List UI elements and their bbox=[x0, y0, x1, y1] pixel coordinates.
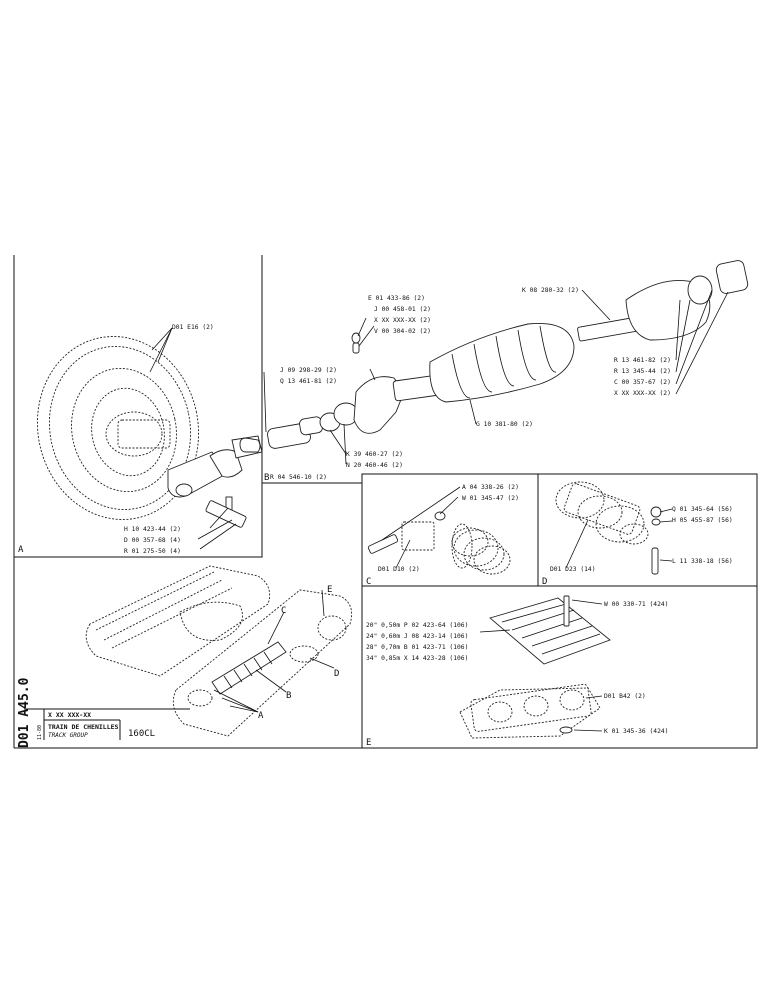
callout-b-grease-nipple: E 01 433-86 (2) bbox=[368, 295, 425, 302]
callout-b-cylinder: J 09 298-29 (2) bbox=[280, 367, 337, 374]
callout-e-shoe-28: 28" 0,70m B 01 423-71 (106) bbox=[366, 644, 468, 651]
callout-b-seal: J 00 458-01 (2) bbox=[374, 306, 431, 313]
section-b-leaders bbox=[263, 289, 729, 465]
callout-b-flange: R 13 461-82 (2) bbox=[614, 357, 671, 364]
callout-b-ring: K 39 460-27 (2) bbox=[346, 451, 403, 458]
callout-d-bolt: Q 01 345-64 (56) bbox=[672, 506, 733, 513]
section-c-leaders bbox=[381, 486, 461, 569]
callout-e-shoe-24: 24" 0,60m J 08 423-14 (106) bbox=[366, 633, 468, 640]
callout-b-nut: R 13 345-44 (2) bbox=[614, 368, 671, 375]
callout-d-roller: D01 D23 (14) bbox=[550, 566, 596, 573]
section-a-leaders bbox=[149, 327, 237, 550]
document-date: 11-80 bbox=[37, 725, 43, 740]
callout-b-part-a: X XX XXX-XX (2) bbox=[374, 317, 431, 324]
callout-b-washer: C 00 357-67 (2) bbox=[614, 379, 671, 386]
callout-e-chain: D01 B42 (2) bbox=[604, 693, 646, 700]
title-french: TRAIN DE CHENILLES bbox=[48, 723, 119, 731]
callout-b-valve: V 00 304-02 (2) bbox=[374, 328, 431, 335]
callout-e-nut: K 01 345-36 (424) bbox=[604, 728, 668, 735]
callout-e-shoe-20: 20" 0,50m P 02 423-64 (106) bbox=[366, 622, 468, 629]
section-d-leaders bbox=[565, 508, 673, 569]
callout-a-pin: R 01 275-50 (4) bbox=[124, 548, 181, 555]
callout-a-bolt: H 10 423-44 (2) bbox=[124, 526, 181, 533]
undercarriage-overview-drawing bbox=[85, 565, 353, 737]
callout-b-rod: K 08 280-32 (2) bbox=[522, 287, 579, 294]
section-label-e: E bbox=[366, 738, 371, 748]
callout-e-bolt: W 00 330-71 (424) bbox=[604, 601, 668, 608]
callout-e-shoe-34: 34" 0,85m X 14 423-28 (106) bbox=[366, 655, 468, 662]
callout-b-oring: N 20 460-46 (2) bbox=[346, 462, 403, 469]
document-code: D01 A45.0 bbox=[17, 677, 32, 748]
overview-label-b: B bbox=[286, 691, 291, 701]
callout-a-washer: D 00 357-68 (4) bbox=[124, 537, 181, 544]
reference-number: X XX XXX-XX bbox=[48, 711, 91, 719]
overview-label-a: A bbox=[258, 711, 264, 721]
callout-d-washer: H 05 455-87 (56) bbox=[672, 517, 733, 524]
overview-leaders bbox=[213, 589, 335, 713]
callout-b-part-b: X XX XXX-XX (2) bbox=[614, 390, 671, 397]
carrier-roller-drawing bbox=[367, 511, 511, 575]
callout-b-spring: G 10 381-80 (2) bbox=[476, 421, 533, 428]
callout-c-washer: W 01 345-47 (2) bbox=[462, 495, 519, 502]
callout-b-piston: Q 13 461-81 (2) bbox=[280, 378, 337, 385]
overview-label-d: D bbox=[334, 669, 339, 679]
idler-wheel-drawing bbox=[36, 336, 263, 528]
overview-label-c: C bbox=[281, 606, 286, 616]
title-english: TRACK GROUP bbox=[48, 732, 88, 739]
section-e-leaders bbox=[479, 599, 603, 732]
callout-idler-assembly: D01 E16 (2) bbox=[172, 324, 214, 331]
section-label-d: D bbox=[542, 577, 547, 587]
section-label-b: B bbox=[264, 473, 269, 483]
track-roller-drawing bbox=[555, 481, 662, 575]
recoil-spring-drawing bbox=[239, 260, 749, 453]
callout-c-roller: D01 D10 (2) bbox=[378, 566, 420, 573]
section-label-c: C bbox=[366, 577, 371, 587]
section-label-a: A bbox=[18, 545, 24, 555]
callout-c-bolt: A 04 338-26 (2) bbox=[462, 484, 519, 491]
title-block bbox=[24, 708, 190, 740]
track-shoe-drawing bbox=[459, 595, 611, 739]
model-name: 160CL bbox=[128, 729, 155, 739]
callout-d-screw: L 11 338-18 (56) bbox=[672, 558, 733, 565]
section-frames bbox=[13, 255, 758, 749]
callout-b-kit: R 04 546-10 (2) bbox=[270, 474, 327, 481]
overview-label-e: E bbox=[327, 585, 332, 595]
